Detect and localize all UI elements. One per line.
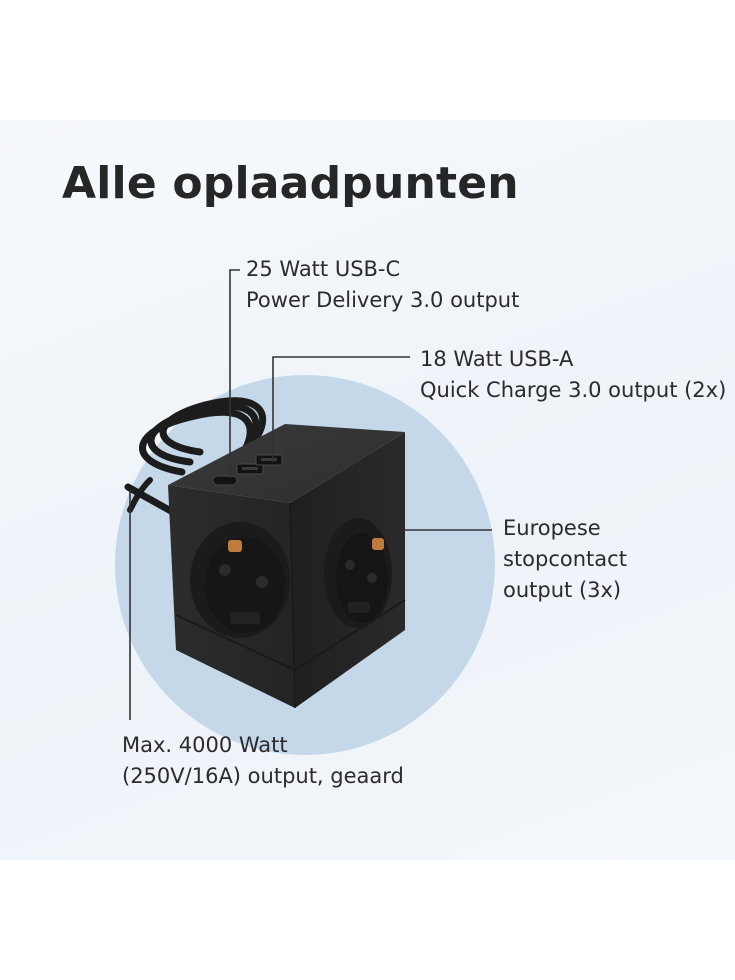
- eu-socket-right: [324, 518, 392, 628]
- callout-lines: [129, 269, 492, 720]
- power-cube: [168, 424, 406, 709]
- socket-label-line3: output (3x): [503, 578, 622, 602]
- socket-label-line2: stopcontact: [503, 547, 627, 571]
- usb-c-port: [212, 475, 238, 486]
- usba-label: 18 Watt USB-A Quick Charge 3.0 output (2…: [420, 344, 726, 406]
- page-title: Alle oplaadpunten: [62, 158, 519, 209]
- usba-callout-line: [272, 356, 410, 462]
- usbc-callout-line: [229, 269, 240, 478]
- usbc-label-line2: Power Delivery 3.0 output: [246, 288, 520, 312]
- coiled-cable: [127, 397, 267, 513]
- power-label-line1: Max. 4000 Watt: [122, 733, 288, 757]
- usb-a-port-1: [236, 463, 264, 475]
- usba-label-line1: 18 Watt USB-A: [420, 347, 574, 371]
- usb-a-port-2: [255, 454, 283, 466]
- socket-label: Europese stopcontact output (3x): [503, 513, 627, 606]
- usba-label-line2: Quick Charge 3.0 output (2x): [420, 378, 727, 402]
- usbc-label-line1: 25 Watt USB-C: [246, 257, 401, 281]
- eu-socket-left: [190, 522, 290, 638]
- usbc-label: 25 Watt USB-C Power Delivery 3.0 output: [246, 254, 519, 316]
- power-label-line2: (250V/16A) output, geaard: [122, 764, 404, 788]
- socket-label-line1: Europese: [503, 516, 601, 540]
- power-label: Max. 4000 Watt (250V/16A) output, geaard: [122, 730, 404, 792]
